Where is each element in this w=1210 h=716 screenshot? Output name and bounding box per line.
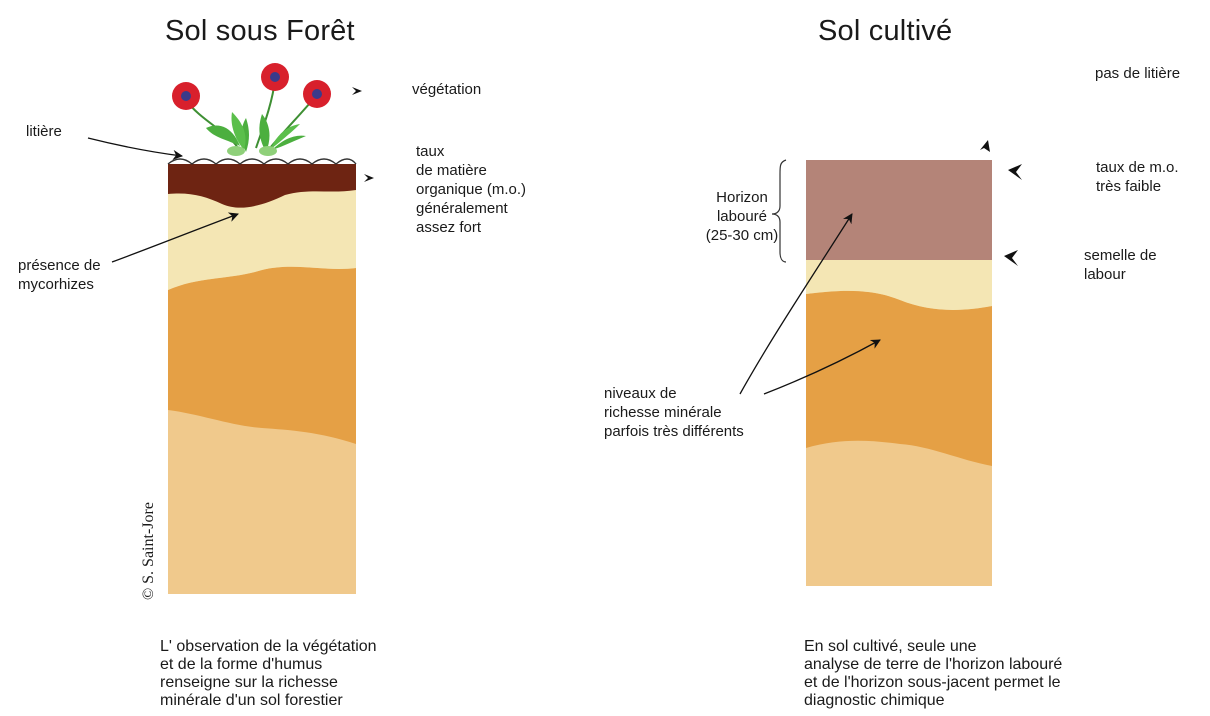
flower-head [172, 82, 200, 110]
litter-scallops [167, 158, 357, 165]
left-pointers [87, 87, 374, 263]
taux-mo-label: taux de matière organique (m.o.) général… [416, 143, 527, 236]
flower-head [261, 63, 289, 91]
mycorhizes-arrow [111, 212, 239, 263]
humus-layer [168, 164, 356, 208]
plowed-horizon-layer [806, 160, 992, 260]
mo-pointer-icon [364, 174, 374, 182]
niveaux-label: niveaux de richesse minérale parfois trè… [604, 385, 744, 440]
mo-pointer-icon [1008, 164, 1022, 180]
forest-soil-column [167, 158, 357, 594]
semelle-pointer-icon [1004, 250, 1018, 266]
orange-mineral-layer [168, 266, 356, 444]
credit-text: © S. Saint-Jore [140, 502, 157, 600]
vegetation-label: végétation [412, 81, 482, 98]
pale-layer [168, 180, 356, 290]
semelle-label: semelle de labour [1084, 247, 1157, 283]
flower-head [303, 80, 331, 108]
forest-soil-title: Sol sous Forêt [165, 15, 355, 47]
litiere-label: litière [26, 123, 62, 140]
pale-sole-layer [806, 260, 992, 310]
mineral-arrow [763, 339, 881, 395]
pas-litiere-label: pas de litière [1095, 65, 1181, 82]
cultivated-soil-column [806, 160, 992, 586]
litter-pointer-icon [980, 140, 990, 152]
horizon-laboure-label: Horizon labouré (25-30 cm) [705, 189, 779, 244]
vegetation-pointer-icon [352, 87, 362, 95]
forest-caption: L' observation de la végétation et de la… [160, 638, 377, 709]
horizon-arrow [739, 213, 853, 395]
litiere-arrow [87, 137, 183, 160]
cultivated-caption: En sol cultivé, seule une analyse de ter… [804, 638, 1063, 709]
cultivated-soil-title: Sol cultivé [818, 15, 953, 47]
horizon-bracket [771, 159, 787, 263]
right-pointers [739, 140, 1022, 395]
taux-mo-faible-label: taux de m.o. très faible [1096, 159, 1179, 195]
mycorhizes-label: présence de mycorhizes [18, 257, 101, 293]
orange-mineral-layer [806, 290, 992, 466]
vegetation-flowers [172, 63, 331, 156]
